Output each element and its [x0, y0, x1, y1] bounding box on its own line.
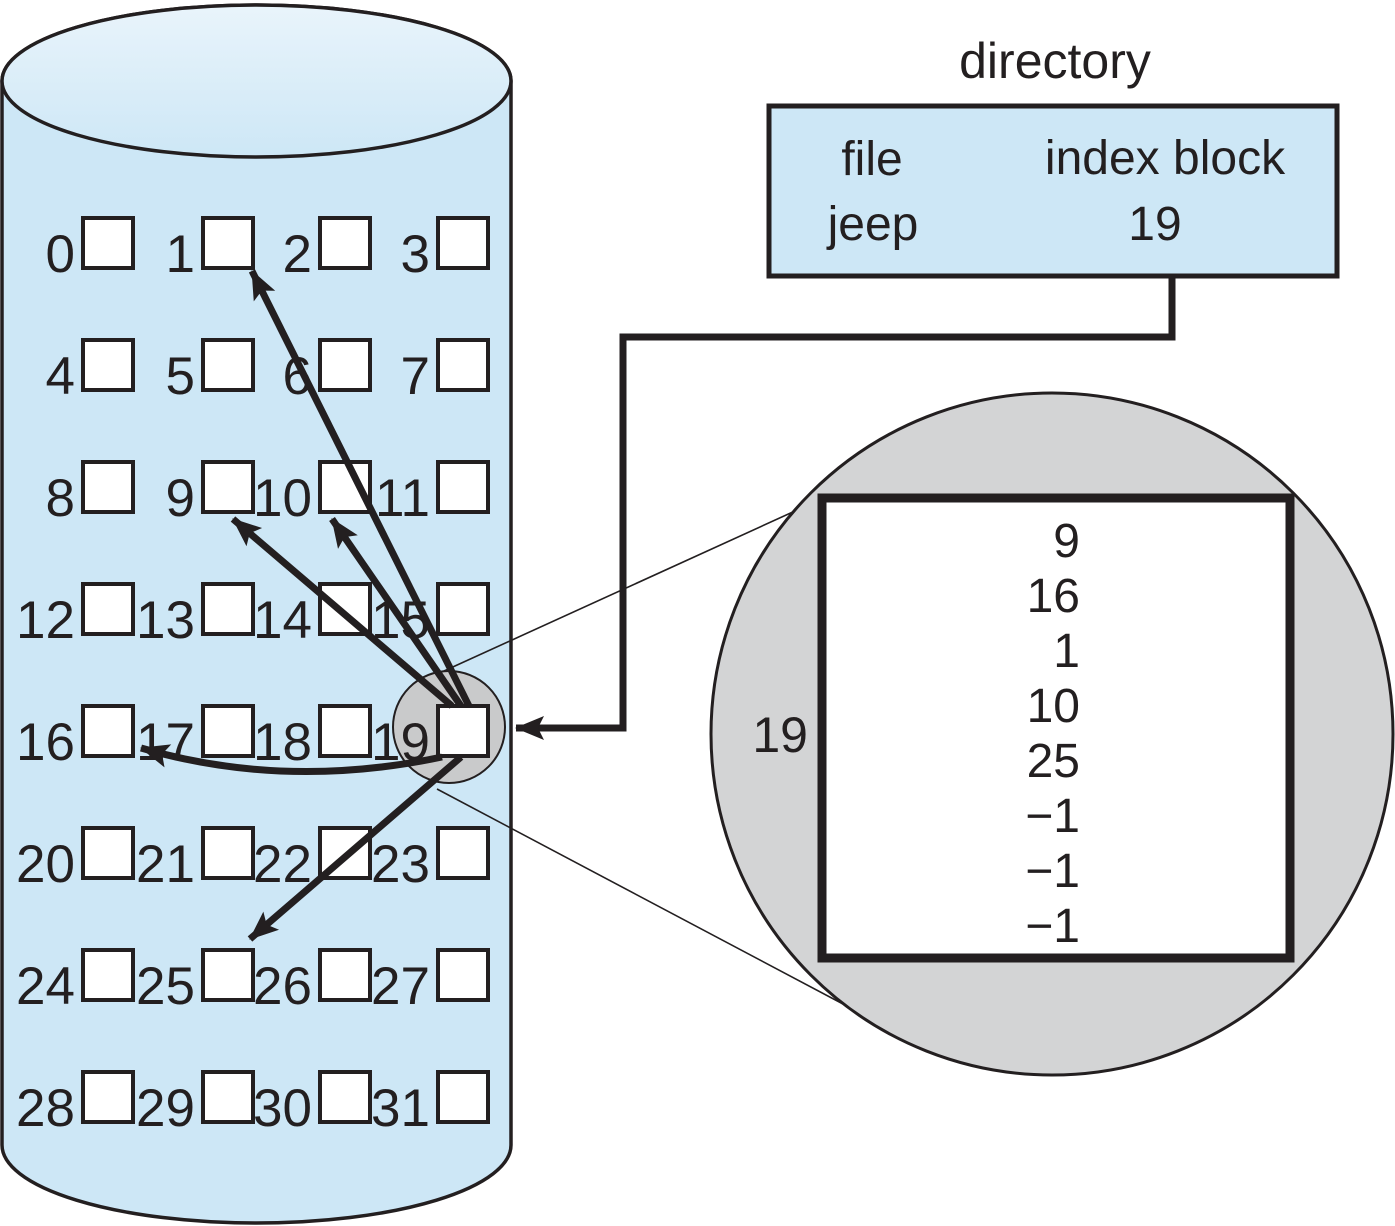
disk-block-15-square — [436, 582, 490, 636]
disk-block-18-square — [318, 704, 372, 758]
disk-block-21-label: 21 — [136, 835, 195, 894]
index-entry-7: −1 — [1025, 900, 1080, 953]
disk-block-31-label: 31 — [371, 1079, 430, 1138]
disk-block-10-label: 10 — [253, 469, 312, 528]
allocation-arrows — [140, 252, 1176, 942]
disk-block-13-square — [201, 582, 255, 636]
disk-block-26-label: 26 — [253, 957, 312, 1016]
disk-block-1-square — [201, 216, 255, 270]
disk-block-18-label: 18 — [253, 713, 312, 772]
disk-block-24-square — [81, 948, 135, 1002]
disk-block-23-label: 23 — [371, 835, 430, 894]
disk-block-0-label: 0 — [46, 225, 75, 284]
disk-block-21-square — [201, 826, 255, 880]
disk-block-9-square — [201, 460, 255, 514]
disk-block-25-square — [201, 948, 255, 1002]
directory-box — [766, 103, 1340, 279]
disk-block-5-label: 5 — [166, 347, 195, 406]
disk-block-28-label: 28 — [16, 1079, 75, 1138]
directory-header-file: file — [841, 133, 902, 186]
disk-block-24-label: 24 — [16, 957, 75, 1016]
disk-block-4-square — [81, 338, 135, 392]
disk-block-16-square — [81, 704, 135, 758]
disk-block-11-label: 11 — [375, 469, 430, 528]
magnifier-guide-line-lower — [436, 788, 861, 1014]
directory-header-index-block: index block — [1045, 132, 1286, 185]
disk-block-16-label: 16 — [16, 713, 75, 772]
arrow-19-to-block10 — [329, 517, 464, 708]
arrow-19-to-block9 — [230, 516, 455, 709]
disk-block-29-label: 29 — [136, 1079, 195, 1138]
disk-block-26-square — [318, 948, 372, 1002]
disk-block-20-label: 20 — [16, 835, 75, 894]
index-entry-0: 9 — [1053, 515, 1080, 568]
index-block-19-square — [817, 493, 1295, 963]
arrow-directory-to-block19 — [515, 252, 1176, 740]
disk-block-0-square — [81, 216, 135, 270]
disk-block-5-square — [201, 338, 255, 392]
disk-block-8-label: 8 — [46, 469, 75, 528]
directory-entry-file-jeep: jeep — [826, 198, 919, 251]
index-entry-4: 25 — [1027, 735, 1080, 788]
directory-entry-index-19: 19 — [1128, 198, 1181, 251]
arrow-19-to-block25 — [247, 754, 464, 942]
disk-block-2-label: 2 — [283, 225, 312, 284]
disk-block-11-square — [436, 460, 490, 514]
directory-title: directory — [959, 33, 1151, 89]
disk-block-12-label: 12 — [16, 591, 75, 650]
disk-block-14-square — [318, 582, 372, 636]
disk-block-27-square — [436, 948, 490, 1002]
arrow-19-to-block16 — [140, 744, 443, 776]
disk-block-29-square — [201, 1070, 255, 1124]
disk-block-17-label: 17 — [136, 713, 195, 772]
disk-block-9-label: 9 — [166, 469, 195, 528]
disk-block-28-square — [81, 1070, 135, 1124]
disk-block-31-square — [436, 1070, 490, 1124]
disk-block-2-square — [318, 216, 372, 270]
disk-block-6-square — [318, 338, 372, 392]
disk-block-12-square — [81, 582, 135, 636]
disk-block-30-square — [318, 1070, 372, 1124]
disk-block-1-label: 1 — [166, 225, 195, 284]
index-entry-6: −1 — [1025, 845, 1080, 898]
disk-block-23-square — [436, 826, 490, 880]
disk-block-7-label: 7 — [401, 347, 430, 406]
disk-block-17-square — [201, 704, 255, 758]
disk-cylinder-top — [0, 3, 513, 159]
disk-block-30-label: 30 — [253, 1079, 312, 1138]
disk-block-20-square — [81, 826, 135, 880]
disk-block-19-square — [436, 704, 490, 758]
index-entry-3: 10 — [1027, 680, 1080, 733]
disk-block-7-square — [436, 338, 490, 392]
disk-block-13-label: 13 — [136, 591, 195, 650]
index-entry-5: −1 — [1025, 790, 1080, 843]
disk-block-4-label: 4 — [46, 347, 75, 406]
disk-block-22-label: 22 — [253, 835, 312, 894]
index-entry-2: 1 — [1053, 625, 1080, 678]
arrow-19-to-block1 — [248, 269, 473, 708]
disk-block-14-label: 14 — [253, 591, 312, 650]
disk-block-27-label: 27 — [371, 957, 430, 1016]
disk-block-25-label: 25 — [136, 957, 195, 1016]
disk-block-3-label: 3 — [401, 225, 430, 284]
index-entry-1: 16 — [1027, 570, 1080, 623]
magnifier-block-19-label: 19 — [752, 707, 808, 763]
magnifier-guide-line-upper — [443, 510, 796, 672]
disk-block-8-square — [81, 460, 135, 514]
disk-block-3-square — [436, 216, 490, 270]
